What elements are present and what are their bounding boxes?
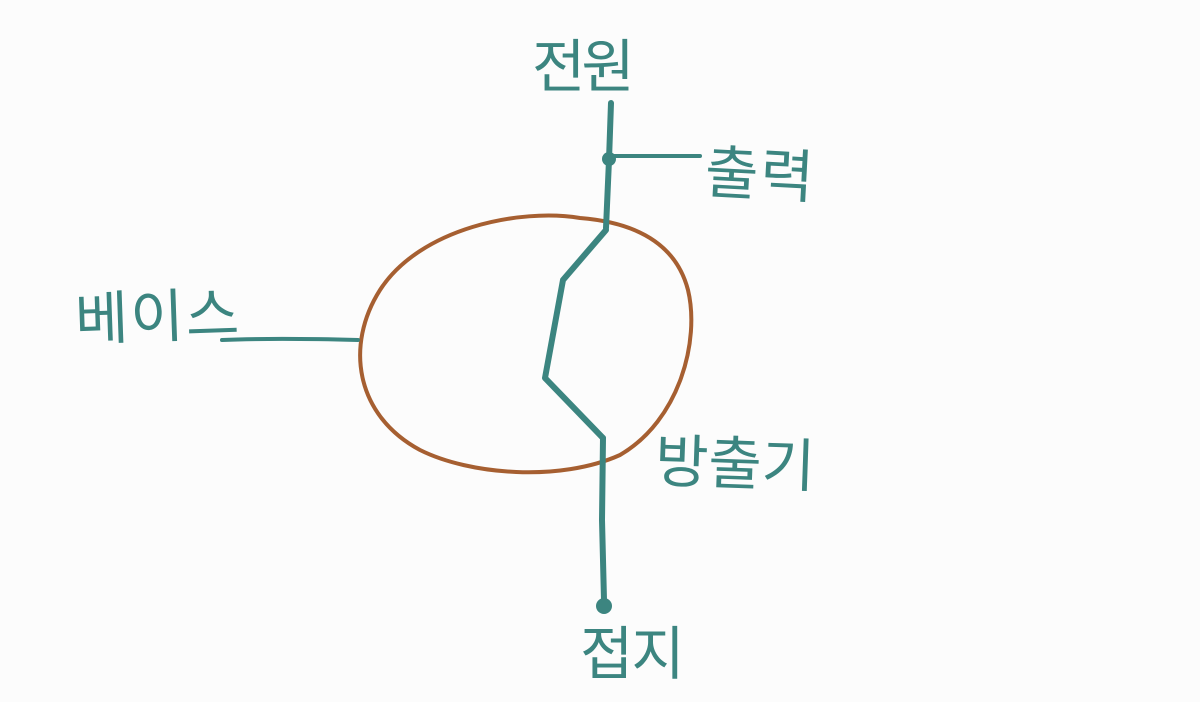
emitter-wire (599, 435, 607, 603)
emitter-label: 방출기 (653, 427, 817, 501)
power-label: 전원 (532, 33, 635, 101)
base-label: 베이스 (73, 280, 243, 354)
output-label: 출력 (703, 138, 818, 212)
transistor-body-circle (358, 213, 694, 475)
ground-label: 접지 (580, 620, 685, 688)
base-wire (220, 336, 360, 342)
ground-terminal-dot (596, 598, 612, 614)
internal-channel-wire (542, 227, 609, 441)
